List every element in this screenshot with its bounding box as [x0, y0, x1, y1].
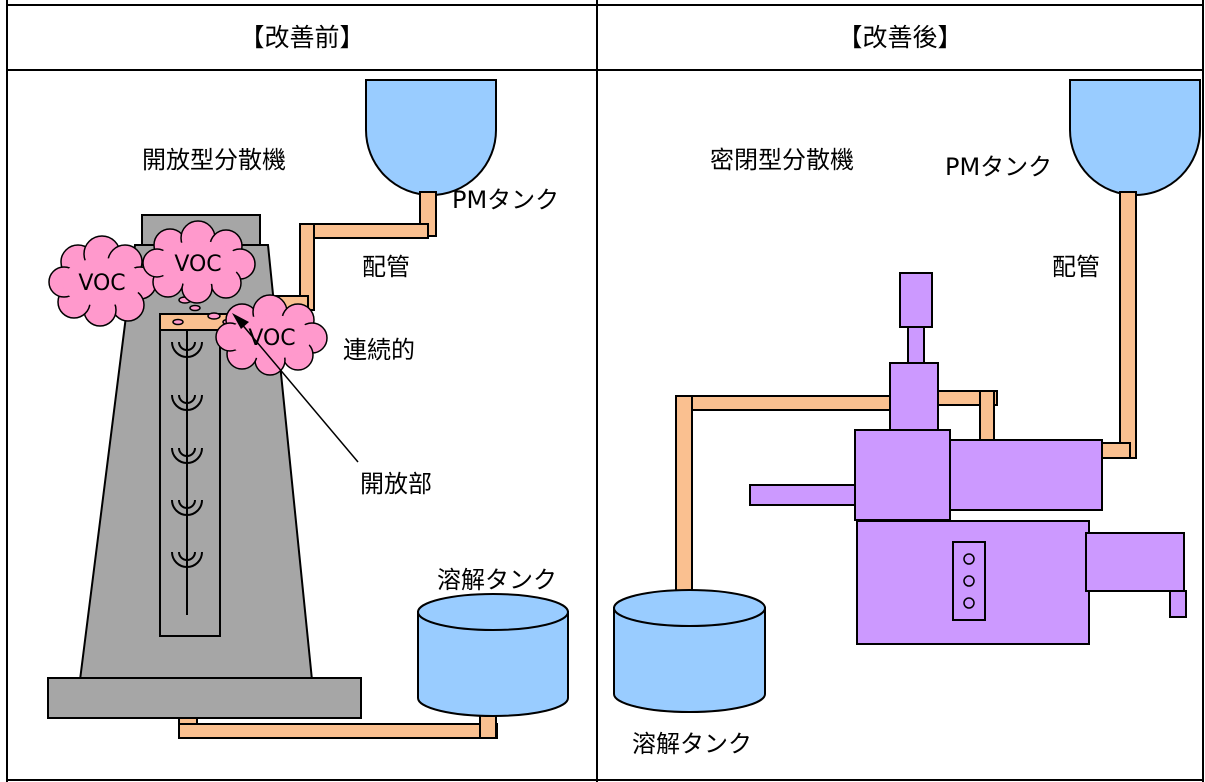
- voc-label-1: VOC: [78, 271, 125, 296]
- after-pipe: [675, 191, 1137, 612]
- voc-label-3: VOC: [248, 326, 295, 351]
- after-dissolution-tank-label: 溶解タンク: [632, 730, 752, 758]
- before-pipe-label: 配管: [362, 253, 410, 281]
- open-part-label: 開放部: [360, 470, 432, 498]
- after-panel: 密閉型分散機 PMタンク 配管 溶解タンク: [613, 79, 1201, 758]
- open-part-leader: [232, 313, 359, 463]
- open-disperser-label: 開放型分散機: [142, 146, 286, 174]
- table-frame: [6, 0, 1204, 782]
- after-dissolution-tank: [613, 589, 766, 713]
- closed-disperser: [749, 272, 1187, 645]
- before-dissolution-tank-label: 溶解タンク: [437, 566, 557, 594]
- after-pm-tank-label: PMタンク: [945, 153, 1052, 181]
- before-pm-tank-label: PMタンク: [452, 186, 559, 214]
- after-pipe-label: 配管: [1052, 253, 1100, 281]
- voc-cloud-1: [48, 235, 157, 327]
- after-pm-tank: [1069, 79, 1201, 196]
- voc-cloud-2: [142, 220, 256, 304]
- before-pm-tank: [365, 79, 497, 196]
- before-panel: VOC VOC VOC 開放型分散機 PMタンク 配管 連続的 開放部 溶解タン…: [47, 79, 569, 739]
- closed-disperser-label: 密閉型分散機: [710, 146, 854, 174]
- voc-label-2: VOC: [174, 252, 221, 277]
- agitator-blades: [171, 341, 203, 568]
- header-before: 【改善前】: [239, 23, 364, 52]
- before-dissolution-tank: [417, 593, 569, 717]
- header-after: 【改善後】: [837, 23, 962, 52]
- continuous-label: 連続的: [343, 336, 415, 364]
